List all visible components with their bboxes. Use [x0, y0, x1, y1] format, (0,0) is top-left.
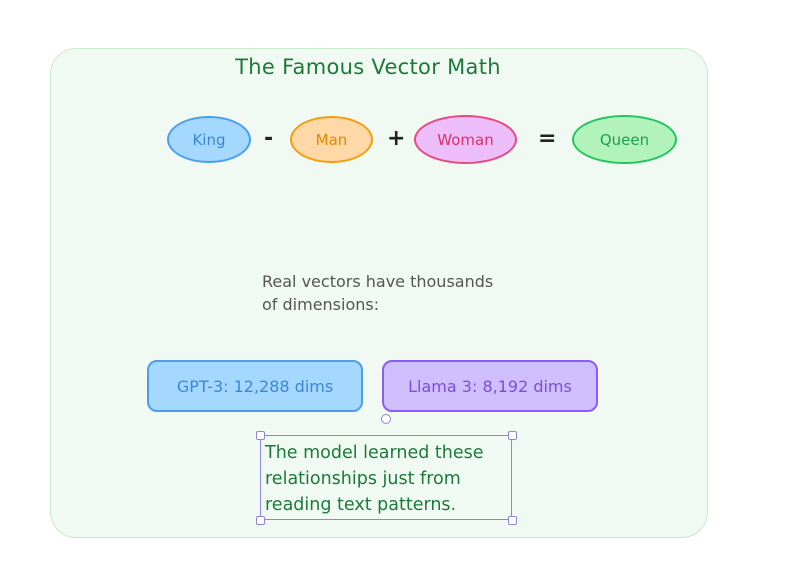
gpt3-box[interactable]: GPT-3: 12,288 dims	[147, 360, 363, 412]
resize-handle-sw[interactable]	[256, 516, 265, 525]
note-line-1: Real vectors have thousands	[262, 272, 494, 291]
minus-operator: -	[264, 126, 274, 151]
llama3-label: Llama 3: 8,192 dims	[408, 376, 572, 396]
gpt3-label: GPT-3: 12,288 dims	[176, 376, 334, 396]
woman-label: Woman	[437, 130, 494, 149]
queen-label: Queen	[599, 130, 650, 149]
queen-ellipse[interactable]: Queen	[572, 115, 677, 164]
king-label: King	[192, 130, 226, 149]
caption-text: The model learned these relationships ju…	[265, 443, 484, 515]
resize-handle-se[interactable]	[508, 516, 517, 525]
dimensions-note: Real vectors have thousands of dimension…	[262, 270, 493, 316]
king-ellipse[interactable]: King	[167, 116, 251, 163]
rotation-handle[interactable]	[381, 414, 391, 424]
resize-handle-nw[interactable]	[256, 431, 265, 440]
llama3-box[interactable]: Llama 3: 8,192 dims	[382, 360, 598, 412]
diagram-title: The Famous Vector Math	[235, 55, 501, 79]
man-ellipse[interactable]: Man	[290, 116, 373, 163]
caption-text-selected[interactable]: The model learned these relationships ju…	[260, 435, 512, 520]
woman-ellipse[interactable]: Woman	[414, 115, 517, 164]
man-label: Man	[315, 130, 348, 149]
plus-operator: +	[387, 126, 406, 151]
resize-handle-ne[interactable]	[508, 431, 517, 440]
note-line-2: of dimensions:	[262, 295, 380, 314]
equals-operator: =	[538, 126, 557, 151]
